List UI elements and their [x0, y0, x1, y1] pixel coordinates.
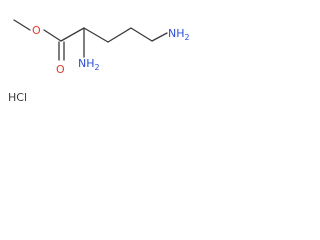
bond-chain-4 — [151, 32, 168, 42]
bond-chain-3 — [130, 27, 153, 42]
atom-alpha-amine-label: NH — [78, 57, 95, 70]
atom-terminal-amine: NH2 — [168, 27, 190, 42]
structure-diagram: O O NH2 NH2 HCl — [8, 19, 190, 104]
bond-carbonyl-alpha — [60, 27, 85, 42]
atom-terminal-amine-label: NH — [168, 27, 185, 40]
bond-methyl-o — [13, 19, 31, 31]
atom-carbonyl-oxygen: O — [56, 63, 65, 76]
salt-label: HCl — [8, 91, 27, 104]
bond-chain-2 — [107, 27, 132, 43]
atom-alpha-amine: NH2 — [78, 57, 100, 72]
bond-chain-1 — [83, 27, 109, 43]
atom-ester-oxygen: O — [32, 24, 41, 37]
atom-alpha-amine-subscript: 2 — [95, 63, 100, 72]
atom-terminal-amine-subscript: 2 — [185, 33, 190, 42]
bond-o-carbonyl — [43, 29, 62, 42]
